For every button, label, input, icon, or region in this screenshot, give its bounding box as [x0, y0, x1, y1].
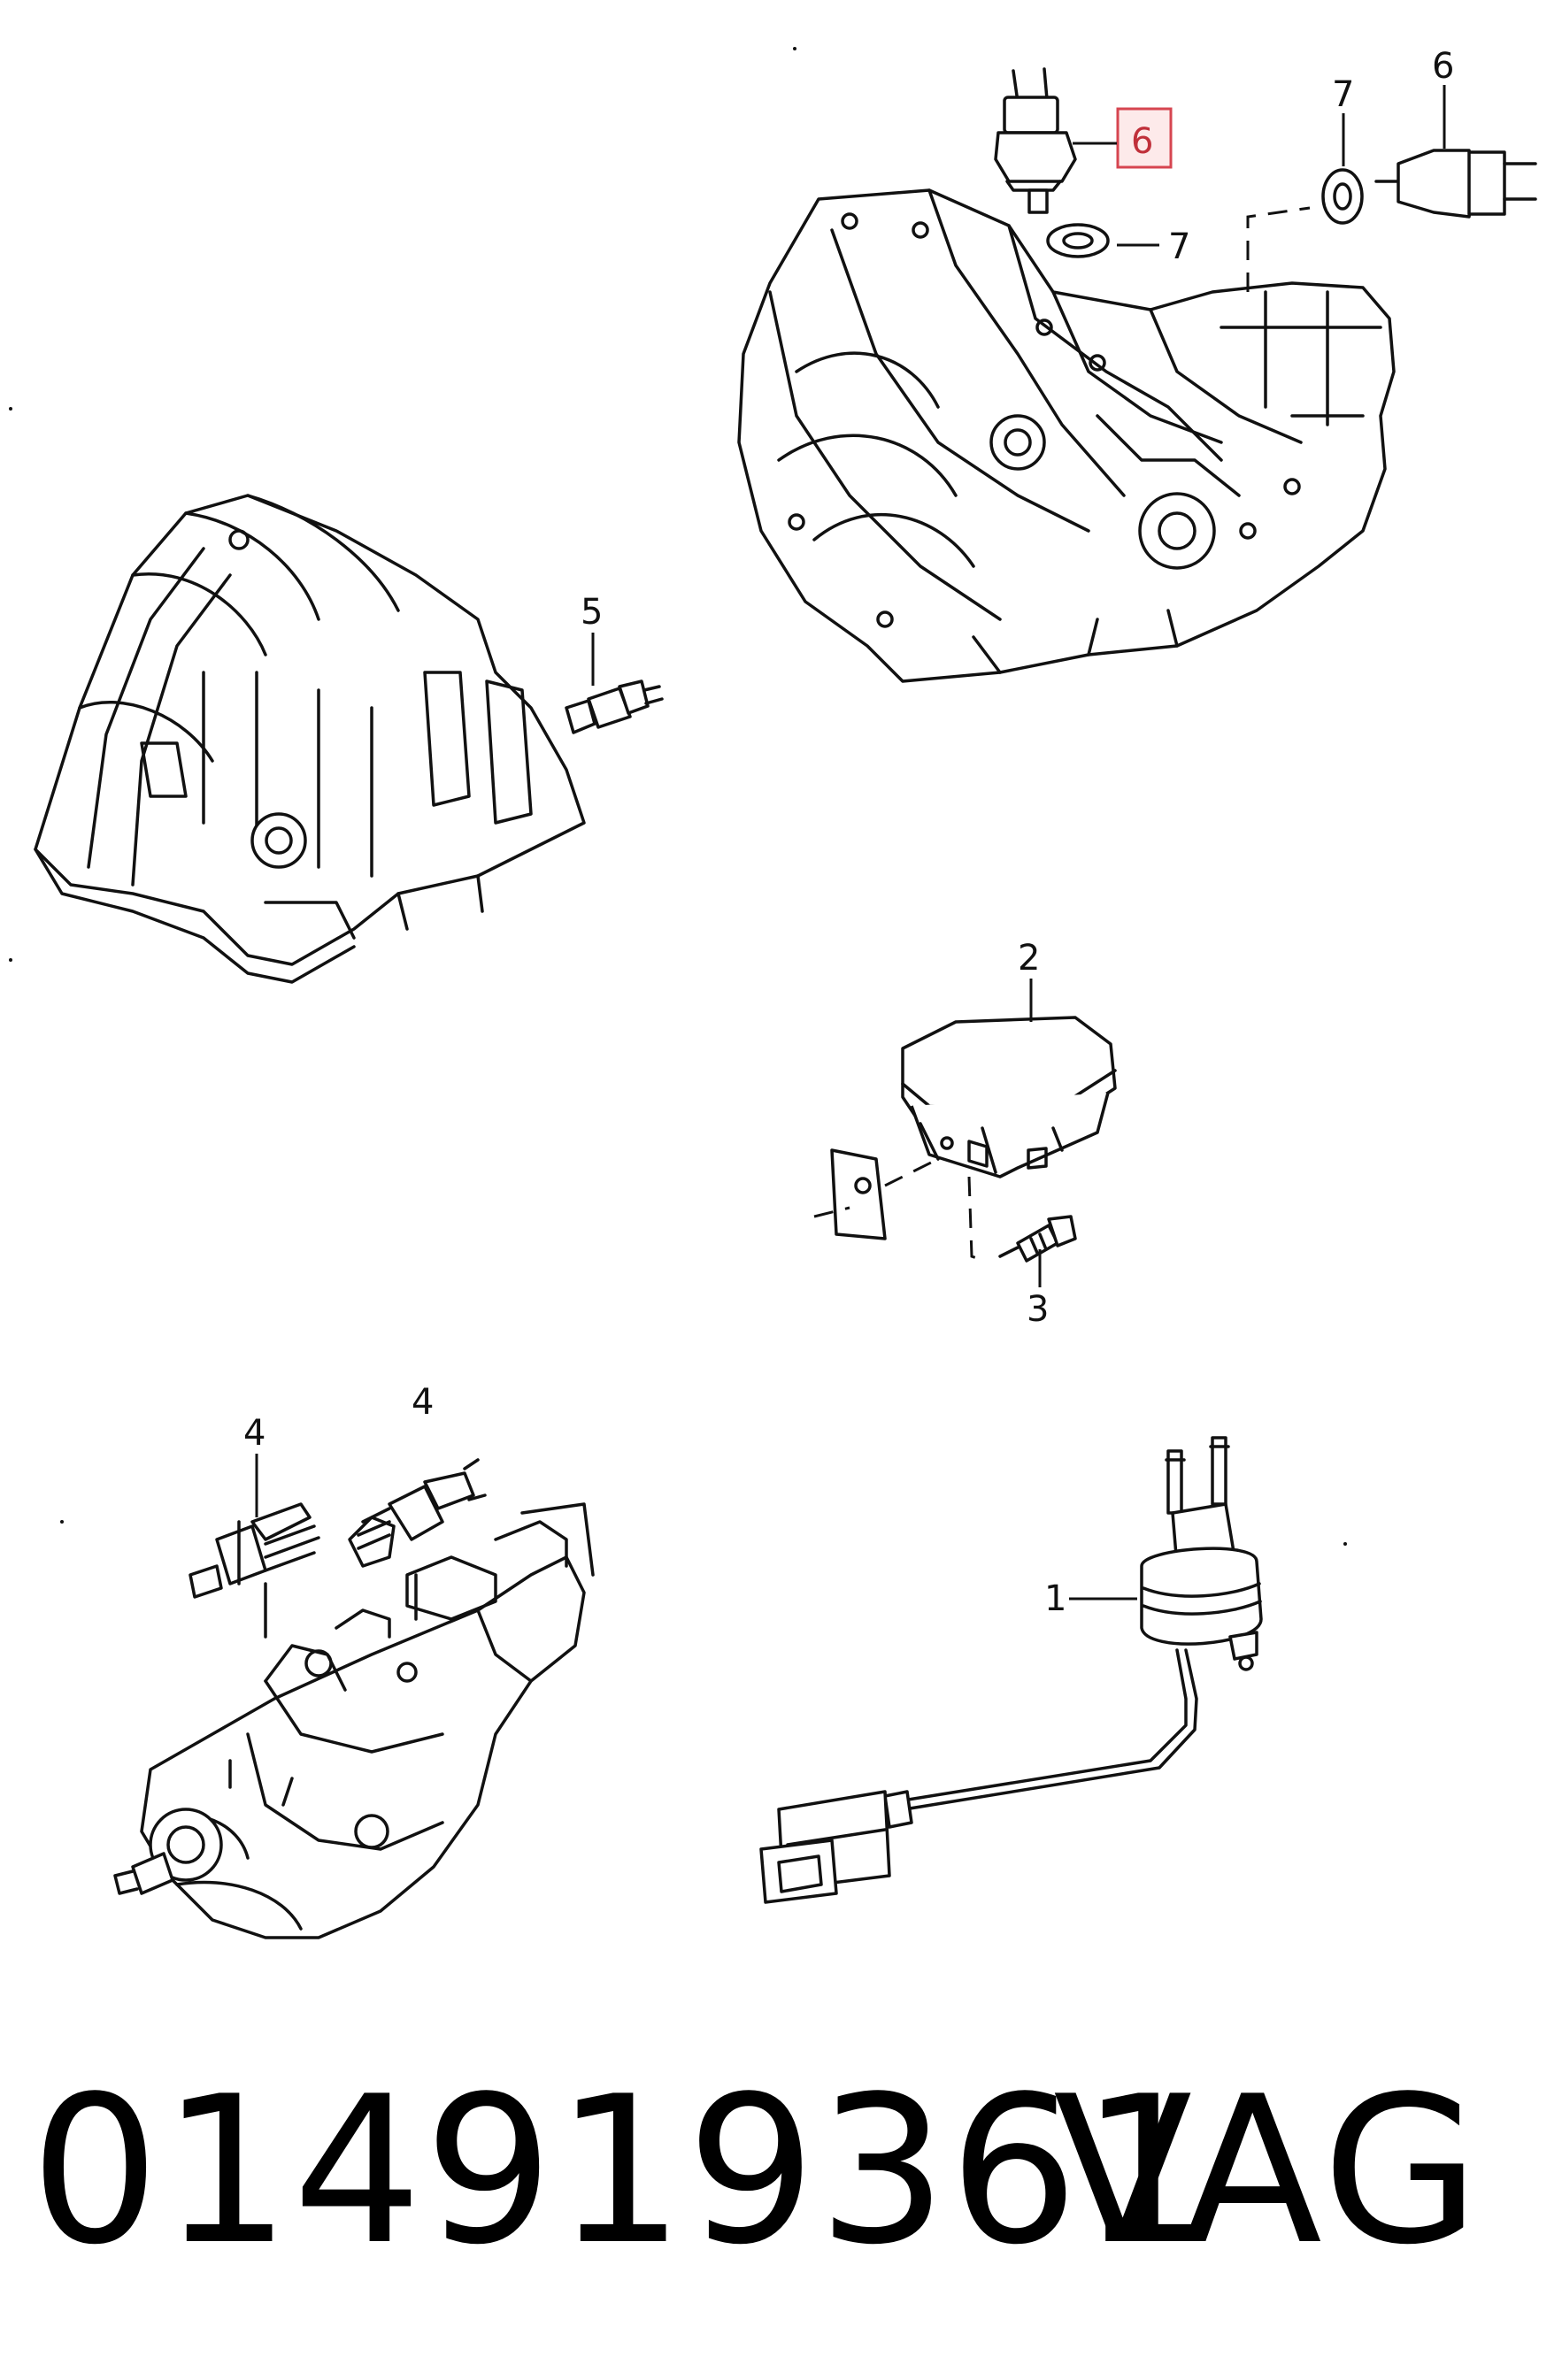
- washer-right: [1321, 168, 1364, 225]
- washer-top: [1046, 223, 1110, 258]
- control-unit-illustration: [901, 1016, 1117, 1178]
- injection-valve-right: [348, 1458, 487, 1568]
- screw-3: [998, 1215, 1077, 1263]
- part-number-label: 014919361: [30, 2054, 1212, 2290]
- callout-3: 3: [1027, 1289, 1049, 1330]
- callout-7-right: 7: [1332, 74, 1354, 115]
- callout-2: 2: [1018, 938, 1040, 979]
- injection-pump-illustration: [113, 1502, 595, 1939]
- injection-valve-left: [189, 1502, 320, 1599]
- callout-7-left: 7: [1168, 226, 1190, 267]
- manual-gearbox-illustration: [737, 188, 1396, 683]
- temperature-switch-top: [994, 67, 1077, 214]
- automatic-gearbox-illustration: [34, 494, 586, 984]
- brand-label: VAG: [1053, 2054, 1484, 2290]
- callout-4-left: 4: [243, 1413, 265, 1454]
- temperature-switch-right: [1374, 149, 1537, 219]
- sensor-5: [565, 679, 664, 734]
- callout-6-right: 6: [1432, 46, 1454, 87]
- connector-plug: [759, 1790, 913, 1904]
- callout-5: 5: [581, 592, 603, 633]
- level-sensor-illustration: [901, 1436, 1263, 1811]
- callout-6-highlighted: 6: [1131, 121, 1153, 162]
- highlight-box-6: [1116, 107, 1173, 169]
- bracket-plate: [813, 1148, 985, 1263]
- callout-1: 1: [1044, 1578, 1066, 1619]
- callout-4-right: 4: [412, 1382, 434, 1423]
